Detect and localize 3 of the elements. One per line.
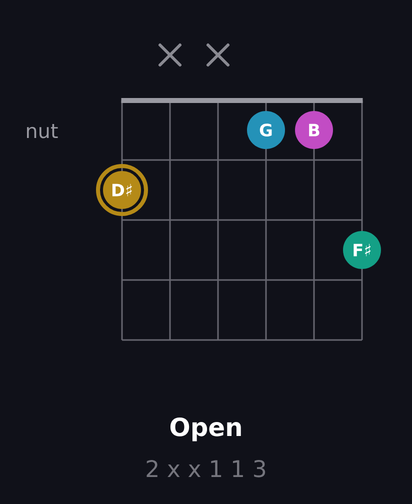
nut-label: nut xyxy=(27,124,58,138)
fingering-label: 2 x x 1 1 3 xyxy=(146,460,266,478)
title: Open xyxy=(170,418,241,442)
